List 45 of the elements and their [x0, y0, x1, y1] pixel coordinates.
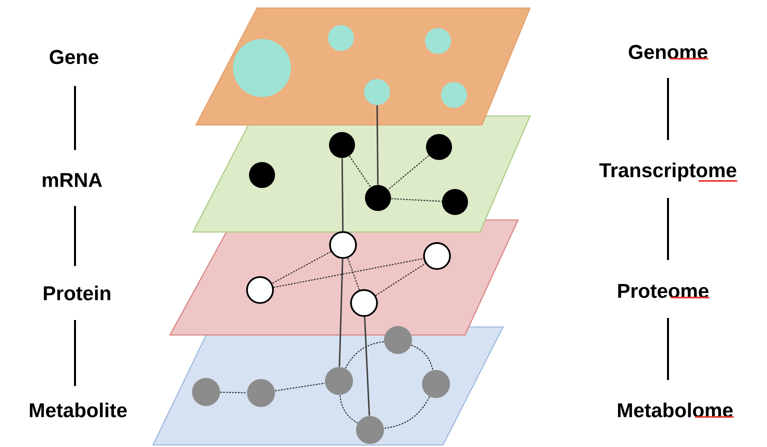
connector-line [274, 258, 424, 288]
connector-line [341, 158, 344, 232]
mrna-circle [249, 162, 275, 188]
protein-circle [329, 231, 357, 259]
connector-line [364, 316, 370, 416]
omics-label: Transcriptome [599, 162, 738, 182]
connector-line [275, 382, 325, 392]
level-label: Gene [50, 50, 98, 64]
omics-label: Metabolome [618, 402, 734, 418]
level-label: Metabolite [30, 402, 127, 418]
connector-line [272, 251, 332, 284]
connector-line [388, 155, 430, 190]
connector-line [220, 392, 247, 394]
connector-line [384, 396, 430, 429]
connector-line [349, 156, 371, 188]
level-label: Protein [44, 286, 110, 300]
gene-circle [364, 79, 390, 105]
metabolite-circle [247, 379, 275, 407]
metabolite-circle [192, 378, 220, 406]
omics-label: Proteome [618, 284, 710, 298]
protein-circle [246, 276, 274, 304]
protein-circle [350, 289, 378, 317]
metabolite-circle [422, 370, 450, 398]
protein-circle [423, 242, 451, 270]
connector-line [391, 198, 442, 202]
gene-circle [425, 28, 451, 54]
connector-line [345, 341, 384, 369]
metabolite-circle [356, 416, 384, 444]
omics-label: Genome [628, 44, 708, 60]
connector-line [340, 395, 358, 424]
mrna-circle [442, 189, 468, 215]
metabolite-circle [384, 326, 412, 354]
mrna-circle [329, 132, 355, 158]
connector-line [338, 258, 344, 367]
connector-line [376, 105, 379, 185]
gene-circle [328, 25, 354, 51]
gene-circle [233, 39, 291, 97]
connector-line [347, 258, 360, 290]
connector-line [411, 344, 434, 370]
mrna-circle [426, 134, 452, 160]
level-label: mRNA [42, 173, 102, 187]
gene-circle [441, 82, 467, 108]
metabolite-circle [325, 367, 353, 395]
mrna-circle [365, 185, 391, 211]
connector-line [375, 263, 426, 296]
